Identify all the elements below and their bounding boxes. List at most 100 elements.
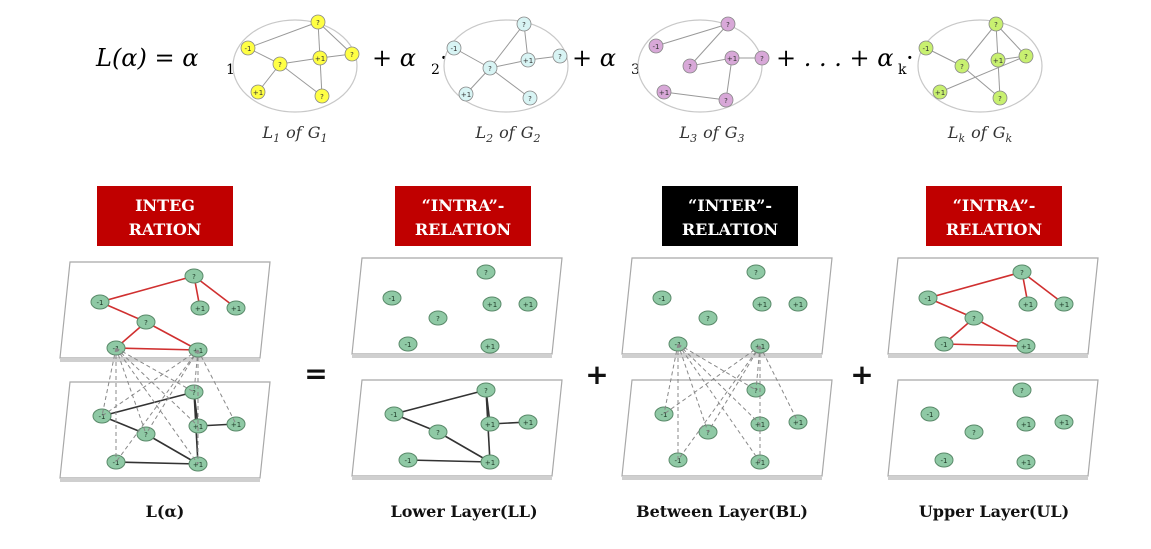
layer-node: ? [476, 264, 496, 280]
svg-text:+1: +1 [523, 419, 533, 427]
graph-node: +1 [656, 84, 672, 100]
small-graph-3: -1??+1?+1? [637, 16, 770, 113]
layer-node: +1 [226, 416, 246, 432]
layer-node: +1 [1016, 454, 1036, 470]
between-edge [193, 349, 199, 393]
layer-edge [193, 275, 237, 309]
graph-node: -1 [918, 40, 934, 56]
layer-edge [115, 461, 199, 465]
between-edge [115, 347, 195, 393]
formula: L(α) = α 1 · + α 2 · + α 3 · + . . . + α… [95, 44, 914, 78]
svg-text:?: ? [316, 19, 320, 27]
layer-edge [145, 321, 199, 351]
between-edge [101, 349, 199, 417]
panel-between-lower: -1?+1+1?-1+1 [621, 379, 833, 480]
graph-node: ? [682, 58, 698, 74]
equals-sign: = [304, 357, 327, 390]
graph-node: ? [516, 16, 532, 32]
svg-text:+1: +1 [659, 89, 669, 97]
formula-term-2-sub: 2 [431, 62, 440, 78]
panel-between-upper: -1?+1+1?-1+1 [621, 257, 833, 358]
panel-lower-upper-empty: -1?+1+1?-1+1 [351, 257, 563, 358]
badges: INTEG RATION “INTRA”- RELATION “INTER”- … [97, 186, 1062, 246]
graph-node: +1 [250, 84, 266, 100]
panel-upper-lower-empty: -1?+1+1?-1+1 [887, 379, 1099, 480]
graph-ellipse [443, 19, 569, 113]
layer-node: +1 [480, 416, 500, 432]
svg-text:+1: +1 [523, 57, 533, 65]
small-graph-4: -1??+1?+1? [917, 16, 1043, 113]
formula-term-3-sub: 3 [631, 62, 640, 78]
badge-integration-line1: INTEG [135, 196, 195, 215]
badge-intra-upper-line2: RELATION [946, 220, 1042, 239]
graph-node: ? [482, 60, 498, 76]
svg-text:?: ? [522, 21, 526, 29]
layer-panels: -1?+1+1?-1+1-1?+1+1?-1+1-1?+1+1?-1+1-1?+… [59, 257, 1099, 482]
svg-text:+1: +1 [485, 343, 495, 351]
layer-node: ? [428, 310, 448, 326]
layer-node: -1 [920, 406, 940, 422]
svg-text:+1: +1 [1023, 301, 1033, 309]
svg-text:-1: -1 [941, 457, 948, 465]
svg-text:?: ? [558, 53, 562, 61]
svg-text:?: ? [436, 315, 440, 323]
svg-text:-1: -1 [97, 299, 104, 307]
small-graph-2: -1??+1?+1? [443, 16, 569, 113]
layer-edge [943, 343, 1027, 347]
svg-text:?: ? [484, 387, 488, 395]
badge-inter-line1: “INTER”- [688, 196, 772, 215]
layer-node: ? [428, 424, 448, 440]
svg-text:?: ? [972, 315, 976, 323]
between-layer-edges [101, 347, 237, 465]
layer-node: +1 [190, 300, 210, 316]
caption-between-layer: Between Layer(BL) [636, 502, 808, 521]
layer-node: +1 [1016, 338, 1036, 354]
panel-lower-intra: -1?+1+1?-1+1 [351, 379, 563, 480]
graph-ellipse [637, 19, 763, 113]
layer-node: -1 [382, 290, 402, 306]
between-edge [707, 345, 761, 433]
layer-node: ? [1012, 264, 1032, 280]
layer-edge [393, 389, 487, 415]
panel-integration-upper: -1?+1+1?-1+1 [59, 261, 271, 362]
svg-text:+1: +1 [1059, 301, 1069, 309]
graph-node: ? [954, 58, 970, 74]
graph-node: ? [522, 90, 538, 106]
graph-edge [247, 21, 319, 49]
between-edge [115, 347, 199, 465]
between-edge [677, 343, 709, 433]
svg-text:-1: -1 [99, 413, 106, 421]
svg-text:+1: +1 [253, 89, 263, 97]
svg-text:-1: -1 [653, 43, 660, 51]
svg-text:-1: -1 [675, 457, 682, 465]
graph-edge [317, 21, 353, 55]
plus-sign-2: + [850, 358, 873, 391]
svg-text:-1: -1 [923, 45, 930, 53]
graph-node: -1 [240, 40, 256, 56]
svg-text:+1: +1 [793, 301, 803, 309]
badge-integration [97, 186, 233, 246]
graph-edge [961, 23, 997, 67]
svg-text:?: ? [484, 269, 488, 277]
graph-node: ? [272, 56, 288, 72]
svg-text:-1: -1 [661, 411, 668, 419]
between-edge [759, 345, 799, 423]
svg-text:?: ? [320, 93, 324, 101]
svg-text:+1: +1 [1059, 419, 1069, 427]
svg-text:+1: +1 [195, 305, 205, 313]
layer-node: ? [136, 314, 156, 330]
layer-node: -1 [398, 336, 418, 352]
layer-node: -1 [934, 336, 954, 352]
graph-ellipse [232, 19, 358, 113]
graph-node: +1 [458, 86, 474, 102]
plus-sign-1: + [585, 358, 608, 391]
between-layer-edges [663, 343, 799, 463]
svg-text:+1: +1 [755, 459, 765, 467]
svg-text:?: ? [960, 63, 964, 71]
svg-text:+1: +1 [193, 461, 203, 469]
svg-text:?: ? [1020, 269, 1024, 277]
svg-text:-1: -1 [925, 295, 932, 303]
